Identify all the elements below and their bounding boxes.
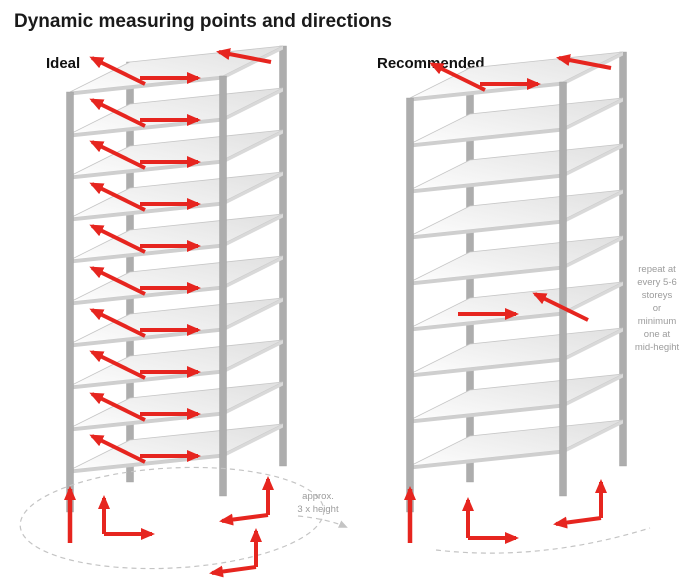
base-triad-left-arrow — [219, 513, 269, 526]
slab-side-edge — [223, 88, 283, 122]
slab-side-edge — [563, 374, 623, 408]
height-note: approx.3 x height — [297, 491, 339, 515]
column-front-right — [219, 75, 227, 497]
slab-front-edge — [70, 328, 223, 348]
slab-side-edge — [563, 282, 623, 316]
slab-front-edge — [70, 454, 223, 474]
slab-front-edge — [70, 160, 223, 180]
slab-front-edge — [70, 412, 223, 432]
base-triad-left-arrow — [553, 516, 602, 529]
slab-side-edge — [223, 46, 283, 80]
floor-slab — [409, 189, 624, 237]
slab-front-edge — [410, 404, 563, 424]
height-note-dashed-arrow — [297, 515, 348, 528]
direction-arrow-diagonal — [89, 392, 146, 422]
slab-front-edge — [410, 174, 563, 194]
floor-slab — [69, 171, 284, 219]
roof-corner-arrow — [216, 48, 272, 64]
roof-slab — [69, 45, 284, 93]
slab-front-edge — [410, 82, 563, 102]
slab-front-edge — [70, 286, 223, 306]
floor-slab — [409, 373, 624, 421]
slab-front-edge — [410, 220, 563, 240]
column-front-left — [406, 97, 414, 513]
direction-arrow-diagonal — [89, 308, 146, 338]
slab-side-edge — [223, 340, 283, 374]
floor-slab — [69, 381, 284, 429]
floor-slab — [409, 97, 624, 145]
slab-side-edge — [223, 130, 283, 164]
floor-slab — [69, 423, 284, 471]
direction-arrow-diagonal — [89, 266, 146, 296]
page-title: Dynamic measuring points and directions — [14, 11, 392, 32]
floor-slab — [409, 327, 624, 375]
floor-slab — [69, 297, 284, 345]
slab-front-edge — [410, 128, 563, 148]
column-back-right — [619, 51, 627, 467]
direction-arrow-diagonal — [89, 350, 146, 380]
direction-arrow-diagonal — [89, 434, 146, 464]
direction-arrow-diagonal — [89, 98, 146, 128]
slab-side-edge — [223, 424, 283, 458]
slab-side-edge — [563, 190, 623, 224]
column-front-left — [66, 91, 74, 513]
slab-side-edge — [223, 256, 283, 290]
roof-corner-arrow — [556, 54, 612, 70]
slab-side-edge — [223, 298, 283, 332]
floor-slab — [409, 235, 624, 283]
slab-front-edge — [410, 450, 563, 470]
slab-side-edge — [563, 144, 623, 178]
slab-front-edge — [410, 358, 563, 378]
floor-slab — [69, 129, 284, 177]
slab-front-edge — [70, 370, 223, 390]
slab-side-edge — [563, 52, 623, 86]
slab-side-edge — [563, 420, 623, 454]
ideal-building — [66, 45, 287, 513]
ideal-label: Ideal — [46, 55, 80, 72]
footprint-dashed-ellipse — [19, 466, 325, 570]
floor-slab — [69, 255, 284, 303]
column-front-right — [559, 81, 567, 497]
slab-front-edge — [410, 266, 563, 286]
footprint-annotations — [19, 466, 651, 570]
slab-side-edge — [223, 172, 283, 206]
direction-arrow-diagonal — [89, 56, 146, 86]
slab-front-edge — [70, 118, 223, 138]
base-triad-left-arrow — [209, 565, 257, 578]
slab-front-edge — [70, 76, 223, 96]
slab-front-edge — [70, 244, 223, 264]
direction-arrow-diagonal — [532, 292, 589, 322]
slab-side-edge — [563, 98, 623, 132]
floor-slab — [409, 143, 624, 191]
slab-side-edge — [223, 214, 283, 248]
slab-side-edge — [563, 328, 623, 362]
direction-arrow-diagonal — [89, 224, 146, 254]
direction-arrow-diagonal — [429, 62, 486, 92]
direction-arrow-diagonal — [89, 140, 146, 170]
slab-side-edge — [563, 236, 623, 270]
recommended-building — [406, 51, 627, 513]
slab-front-edge — [70, 202, 223, 222]
direction-arrow-diagonal — [89, 182, 146, 212]
slab-front-edge — [410, 312, 563, 332]
base-measuring-arrows — [64, 476, 607, 578]
floor-slab — [69, 213, 284, 261]
slab-side-edge — [223, 382, 283, 416]
floor-slab — [69, 87, 284, 135]
floor-slab — [409, 281, 624, 329]
floor-slab — [69, 339, 284, 387]
floor-slab — [409, 419, 624, 467]
